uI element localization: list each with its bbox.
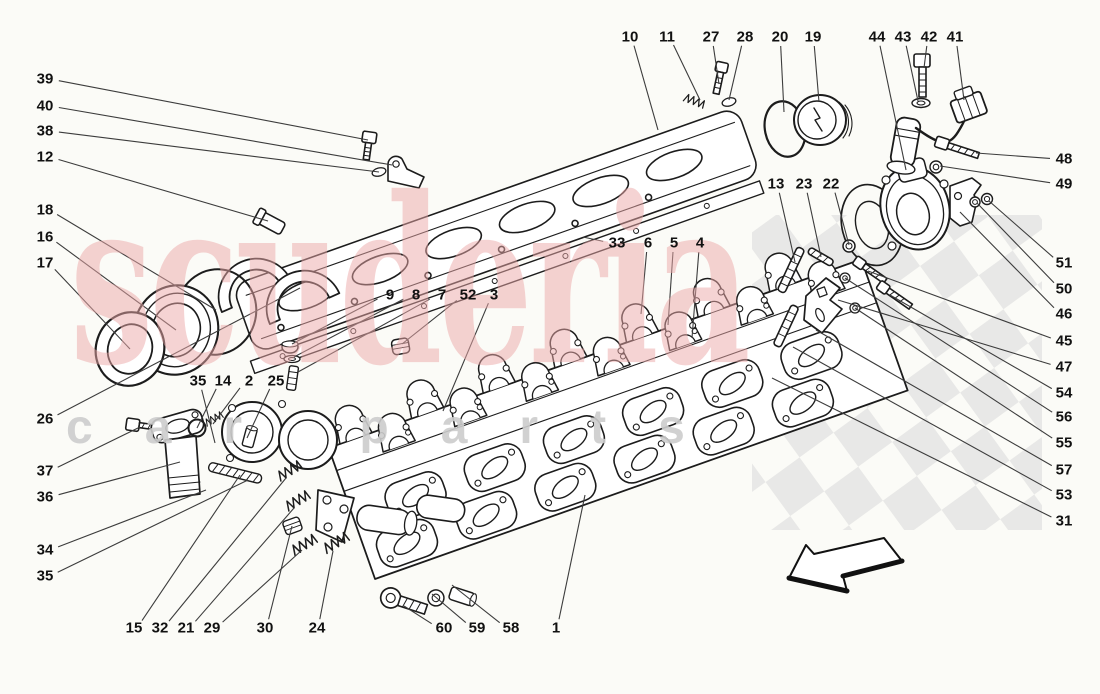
callout-59: 59 [468,619,486,637]
callout-41: 41 [946,28,964,46]
callout-36: 36 [36,488,54,506]
callout-2: 2 [244,372,254,390]
head-front-bores [221,399,338,470]
callout-54: 54 [1055,384,1073,402]
callout-8: 8 [411,286,421,304]
callout-27: 27 [702,28,720,46]
callout-35: 35 [189,372,207,390]
callout-1: 1 [551,619,561,637]
callout-40: 40 [36,97,54,115]
callout-18: 18 [36,201,54,219]
callout-25: 25 [267,372,285,390]
callout-15: 15 [125,619,143,637]
callout-7: 7 [437,286,447,304]
callout-60: 60 [435,619,453,637]
callout-22: 22 [822,175,840,193]
direction-arrow [786,537,905,594]
callout-13: 13 [767,175,785,193]
filler-neck-set [124,408,258,499]
leader-lines [54,44,1055,625]
callout-21: 21 [177,619,195,637]
callout-23: 23 [795,175,813,193]
end-cap-set [763,94,853,158]
bottom-bolt-set [379,586,477,615]
callout-5: 5 [669,234,679,252]
callout-30: 30 [256,619,274,637]
callout-39: 39 [36,70,54,88]
callout-48: 48 [1055,150,1073,168]
cam-seal-rings [94,268,258,387]
cover-bracket [361,130,425,189]
callout-9: 9 [385,286,395,304]
callout-44: 44 [868,28,886,46]
callout-20: 20 [771,28,789,46]
callout-52: 52 [459,286,477,304]
callout-34: 34 [36,541,54,559]
callout-56: 56 [1055,408,1073,426]
callout-31: 31 [1055,512,1073,530]
callout-24: 24 [308,619,326,637]
callout-32: 32 [151,619,169,637]
callout-29: 29 [203,619,221,637]
small-bracket-set [949,177,994,227]
callout-53: 53 [1055,486,1073,504]
callout-6: 6 [643,234,653,252]
callout-42: 42 [920,28,938,46]
callout-14: 14 [214,372,232,390]
cam-sensor [886,85,988,175]
callout-38: 38 [36,122,54,140]
valve-small-parts [281,337,411,392]
callout-51: 51 [1055,254,1073,272]
cover-screw-set [682,60,737,111]
callout-10: 10 [621,28,639,46]
callout-26: 26 [36,410,54,428]
callout-57: 57 [1055,461,1073,479]
callout-17: 17 [36,254,54,272]
housing-bolt-set [929,135,981,174]
callout-47: 47 [1055,358,1073,376]
callout-55: 55 [1055,434,1073,452]
callout-4: 4 [695,234,705,252]
callout-37: 37 [36,462,54,480]
callout-11: 11 [659,28,675,46]
callout-49: 49 [1055,175,1073,193]
valve-cover [235,110,757,350]
head-front-bracket [315,489,466,543]
cylinder-head [327,247,909,580]
cover-gasket [249,180,765,375]
callout-12: 12 [36,148,54,166]
callout-43: 43 [894,28,912,46]
callout-3: 3 [489,286,499,304]
callout-16: 16 [36,228,54,246]
sensor-bolt-set [911,53,931,109]
callout-46: 46 [1055,305,1073,323]
plug-12 [252,207,286,235]
spring-cluster [207,459,352,557]
callout-28: 28 [736,28,754,46]
callout-19: 19 [804,28,822,46]
callout-50: 50 [1055,280,1073,298]
callout-33: 33 [608,234,626,252]
callout-45: 45 [1055,332,1073,350]
callout-35: 35 [36,567,54,585]
callout-58: 58 [502,619,520,637]
outlet-housing [879,157,951,251]
